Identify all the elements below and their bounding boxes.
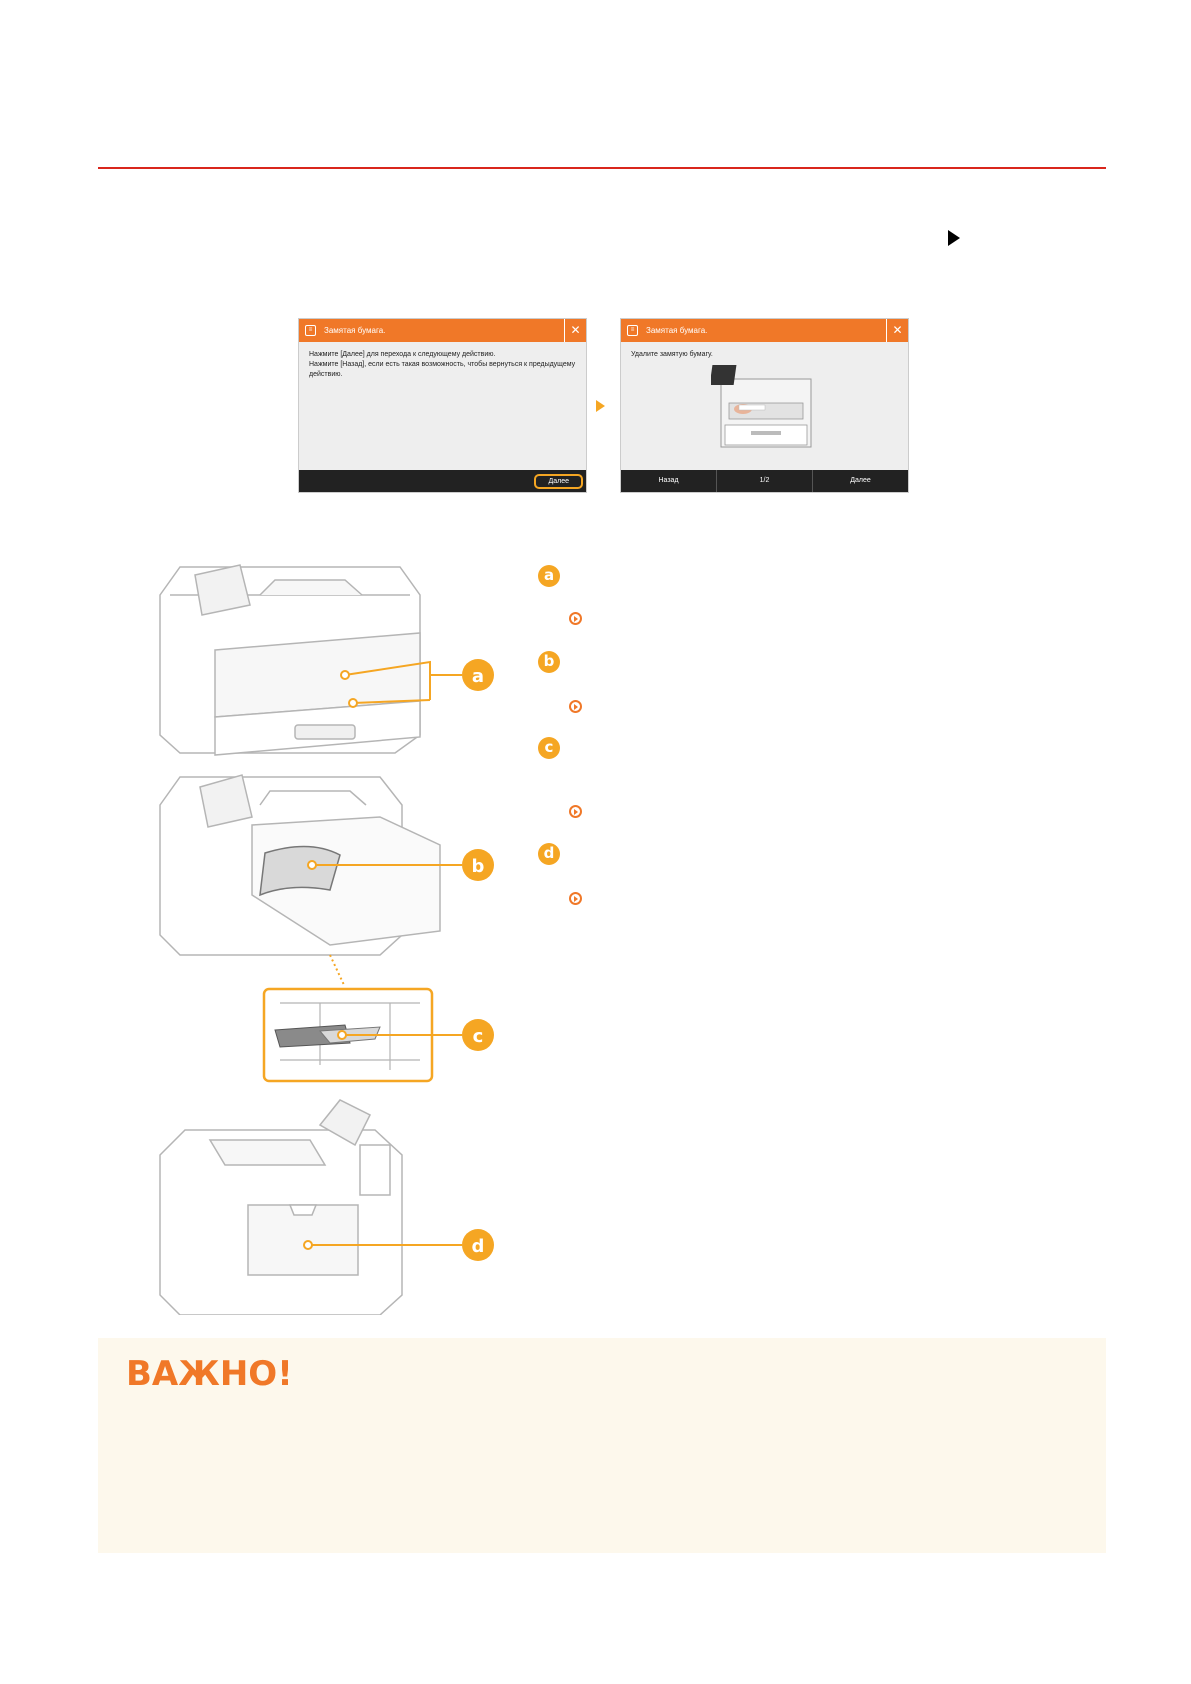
- printer-jam-locations-illustration: a b c d: [159, 564, 494, 1315]
- jam-icon: ≡: [305, 325, 316, 336]
- back-button: Назад: [621, 470, 717, 492]
- next-screen-arrow-icon: [596, 400, 605, 412]
- svg-text:d: d: [472, 1236, 485, 1257]
- link-arrow-icon[interactable]: [569, 892, 582, 905]
- panel-screenshot-1: ≡ Замятая бумага. ✕ Нажмите [Далее] для …: [298, 318, 587, 493]
- panel-message-line: Нажмите [Далее] для перехода к следующем…: [309, 351, 496, 358]
- panel-message: Удалите замятую бумагу.: [631, 351, 713, 358]
- badge-b: b: [538, 651, 560, 673]
- jam-icon: ≡: [627, 325, 638, 336]
- next-button: Далее: [850, 477, 871, 484]
- panel-titlebar: ≡ Замятая бумага. ✕: [299, 319, 586, 342]
- link-arrow-icon[interactable]: [569, 700, 582, 713]
- panel-screenshot-2: ≡ Замятая бумага. ✕ Удалите замятую бума…: [620, 318, 909, 493]
- panel-title: Замятая бумага.: [324, 326, 386, 335]
- panel-titlebar: ≡ Замятая бумага. ✕: [621, 319, 908, 342]
- close-icon: ✕: [564, 319, 586, 342]
- panel-footer: Далее: [299, 470, 586, 492]
- next-button: Далее: [534, 473, 583, 489]
- close-icon: ✕: [886, 319, 908, 342]
- badge-d: d: [538, 843, 560, 865]
- step-arrow-icon: [948, 230, 960, 246]
- printer-illustration: [711, 365, 812, 448]
- svg-text:a: a: [472, 666, 484, 687]
- important-note: ВАЖНО!: [98, 1338, 1106, 1553]
- panel-footer: Назад 1/2 Далее: [621, 470, 908, 492]
- panel-message: Нажмите [Далее] для перехода к следующем…: [299, 342, 586, 388]
- link-arrow-icon[interactable]: [569, 612, 582, 625]
- panel-message-line: Нажмите [Назад], если есть такая возможн…: [309, 361, 576, 378]
- page-indicator: 1/2: [717, 470, 813, 492]
- important-heading: ВАЖНО!: [126, 1354, 293, 1394]
- link-arrow-icon[interactable]: [569, 805, 582, 818]
- svg-text:b: b: [472, 856, 485, 877]
- svg-text:c: c: [473, 1026, 484, 1047]
- badge-a: a: [538, 565, 560, 587]
- badge-c: c: [538, 737, 560, 759]
- section-divider: [98, 167, 1106, 169]
- panel-title: Замятая бумага.: [646, 326, 708, 335]
